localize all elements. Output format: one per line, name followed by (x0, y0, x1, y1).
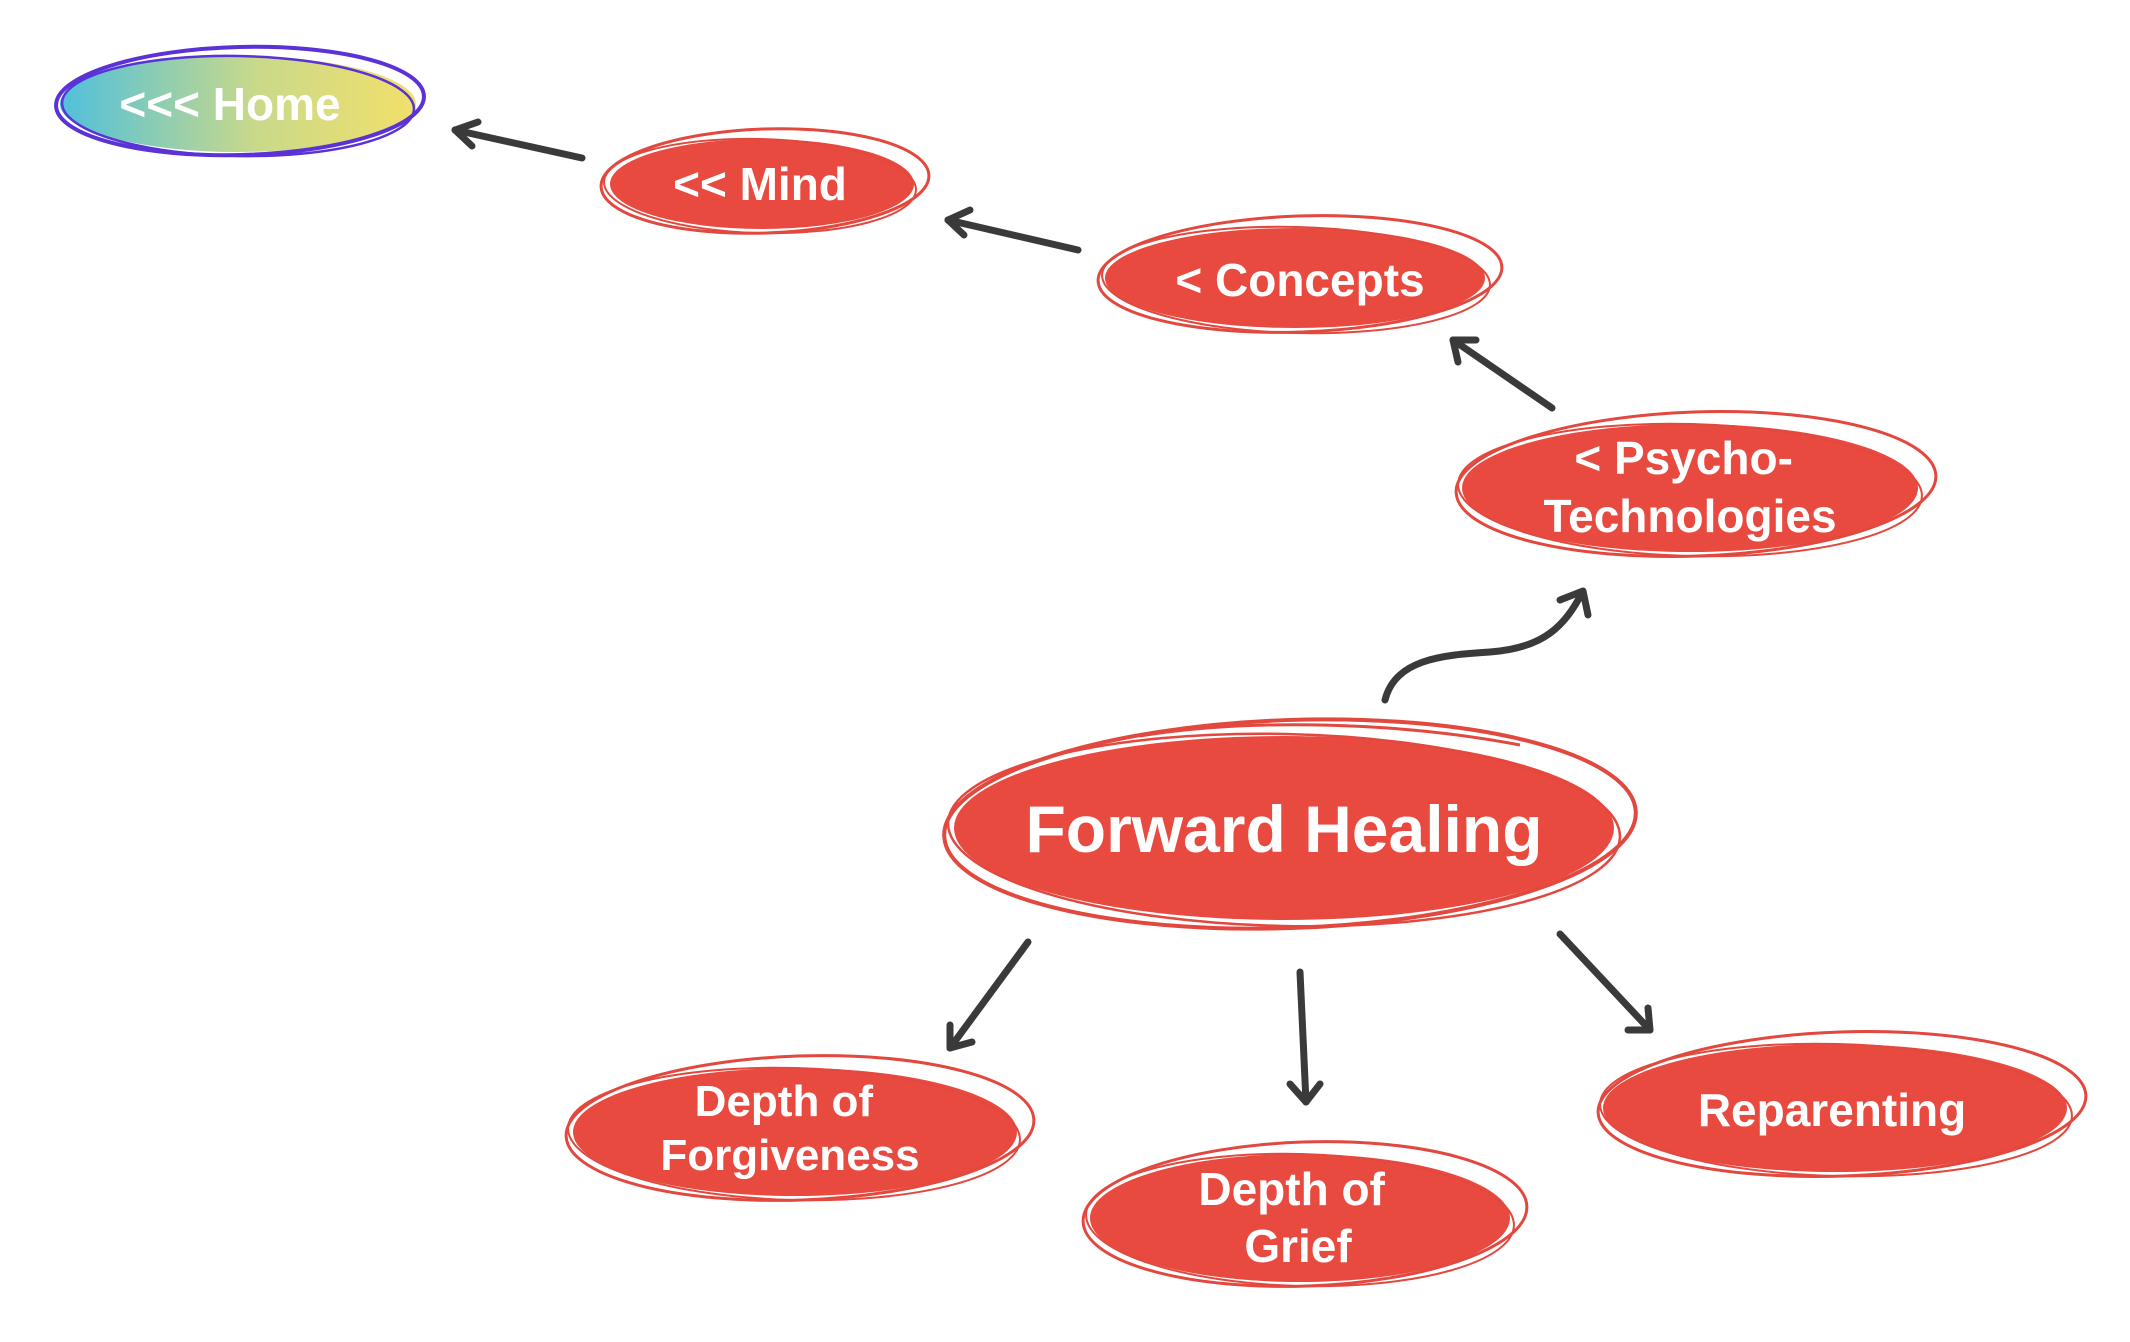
mind-node-outline-inner (603, 137, 917, 235)
reparenting-label: Reparenting (1698, 1084, 1966, 1136)
connector-arrows (451, 118, 1654, 1106)
arrow-forward-healing-to-psychotech (1381, 587, 1592, 704)
psycho-technologies-node-outline-inner (1457, 422, 1923, 558)
forward-healing-node-outline (942, 717, 1638, 931)
depth-of-forgiveness-label-line2: Forgiveness (660, 1131, 919, 1180)
mind-link-node[interactable]: << Mind (599, 123, 931, 238)
forward-healing-label: Forward Healing (1025, 792, 1542, 866)
depth-of-grief-node-outline-inner (1085, 1152, 1515, 1288)
arrow-psychotech-to-concepts (1449, 336, 1556, 412)
home-node-outline-inner (60, 54, 416, 158)
home-link-node[interactable]: <<< Home (54, 42, 426, 160)
depth-of-grief-link-node[interactable]: Depth of Grief (1081, 1134, 1530, 1293)
reparenting-node-outline-inner (1599, 1042, 2073, 1178)
psycho-technologies-label-line1: < Psycho- (1574, 432, 1793, 484)
forward-healing-node-shape (954, 736, 1614, 920)
depth-of-grief-label: Depth of Grief (1198, 1163, 1397, 1272)
concepts-label: < Concepts (1175, 254, 1424, 306)
mind-node-shape (610, 139, 914, 229)
depth-of-grief-node-shape (1090, 1154, 1510, 1282)
forward-healing-node-scribble (1139, 723, 1521, 747)
concepts-node-outline (1096, 214, 1504, 334)
depth-of-forgiveness-link-node[interactable]: Depth of Forgiveness (564, 1048, 1037, 1208)
reparenting-link-node[interactable]: Reparenting (1596, 1024, 2089, 1185)
psycho-technologies-label-line2: Technologies (1543, 490, 1836, 542)
concepts-node-shape (1105, 228, 1485, 328)
depth-of-forgiveness-label: Depth of Forgiveness (660, 1077, 919, 1180)
arrow-to-depth-of-forgiveness (946, 938, 1032, 1052)
concepts-node-outline-inner (1101, 225, 1491, 335)
depth-of-grief-label-line2: Grief (1244, 1220, 1352, 1272)
psycho-technologies-node-shape (1462, 424, 1918, 552)
home-node-shape (60, 56, 416, 152)
arrow-to-reparenting (1556, 930, 1654, 1034)
forward-healing-node: Forward Healing (942, 717, 1638, 931)
depth-of-forgiveness-label-line1: Depth of (695, 1077, 874, 1126)
psycho-technologies-link-node[interactable]: < Psycho- Technologies (1454, 404, 1939, 565)
home-label: <<< Home (119, 78, 340, 130)
depth-of-grief-label-line1: Depth of (1198, 1163, 1385, 1215)
depth-of-forgiveness-node-outline-inner (567, 1066, 1021, 1202)
depth-of-forgiveness-node-shape (573, 1068, 1017, 1196)
forward-healing-node-outline-inner (946, 732, 1622, 928)
psycho-technologies-label: < Psycho- Technologies (1543, 432, 1836, 542)
concepts-link-node[interactable]: < Concepts (1096, 209, 1504, 339)
arrow-to-depth-of-grief (1286, 968, 1324, 1106)
mind-label: << Mind (673, 158, 847, 210)
arrow-mind-to-home (451, 118, 586, 162)
reparenting-node-shape (1603, 1044, 2067, 1172)
arrow-concepts-to-mind (944, 206, 1082, 254)
